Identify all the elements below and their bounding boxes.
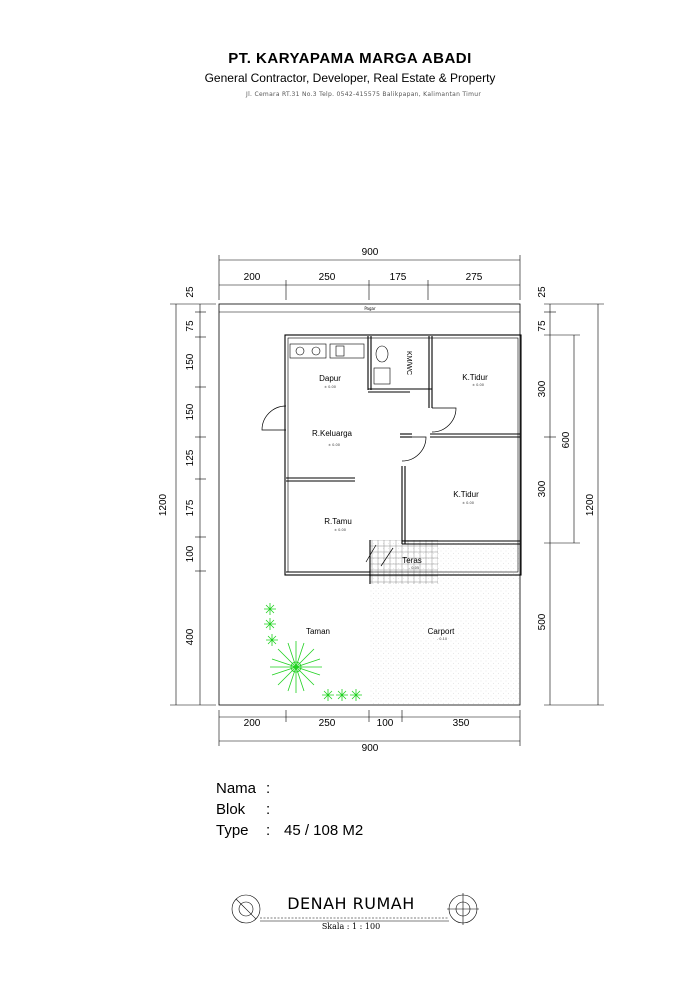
dim-top-2: 250 [319,272,336,283]
fence-label: Pagar [364,306,376,311]
room-taman: Taman [306,627,330,636]
room-tamu: R.Tamu [324,517,352,526]
doors [261,405,457,567]
dim-bottom-3: 100 [377,718,394,729]
dimension-lines [170,255,604,746]
garden-plants [264,603,362,701]
company-address: Jl. Cemara RT.31 No.3 Telp. 0542-415575 … [246,91,482,98]
dim-left-6: 175 [185,499,196,516]
room-carport: Carport [428,627,455,636]
dim-right-1: 25 [537,286,548,298]
dim-left-total: 1200 [158,493,169,516]
dim-left-5: 125 [185,449,196,466]
elev-dapur: ± 0.00 [324,385,336,389]
teras-floor [370,540,438,584]
title-cartouche [231,893,479,925]
dim-right-mid: 600 [561,431,572,448]
dim-right-2: 75 [537,320,548,332]
elev-ktidur-2: ± 0.00 [462,501,474,505]
dim-left-4: 150 [185,403,196,420]
drawing-title: DENAH RUMAH [287,894,415,913]
dim-left-7: 100 [185,545,196,562]
dim-right-5: 500 [537,613,548,630]
type-label: Type [216,822,249,839]
dim-top-3: 175 [390,272,407,283]
elev-teras: - 0.05 [409,566,419,570]
info-blok: Blok: [216,801,271,818]
dim-left-2: 75 [185,320,196,332]
info-type: Type:45 / 108 M2 [216,822,364,839]
dim-top-1: 200 [244,272,261,283]
dim-bottom-total: 900 [362,743,379,754]
company-name: PT. KARYAPAMA MARGA ABADI [228,50,472,67]
dim-left-1: 25 [185,286,196,298]
kitchen-fixtures [289,343,365,359]
room-ktidur-1: K.Tidur [462,373,488,382]
room-kmwc: KM/WC [405,351,412,375]
dim-left-8: 400 [185,628,196,645]
walls [284,334,522,584]
room-ktidur-2: K.Tidur [453,490,479,499]
info-nama: Nama: [216,780,271,797]
type-value: 45 / 108 M2 [284,822,364,839]
nama-label: Nama [216,780,257,797]
dim-top-4: 275 [466,272,483,283]
dim-bottom-4: 350 [453,718,470,729]
drawing-scale: Skala : 1 : 100 [321,922,381,931]
dim-left-3: 150 [185,353,196,370]
dim-right-4: 300 [537,480,548,497]
blok-label: Blok [216,801,246,818]
elev-tamu: ± 0.00 [334,528,346,532]
dim-bottom-1: 200 [244,718,261,729]
dim-bottom-2: 250 [319,718,336,729]
dim-top-total: 900 [362,247,379,258]
elev-carport: - 0.10 [437,637,447,641]
lot-boundary [218,303,521,706]
elev-ktidur-1: ± 0.00 [472,383,484,387]
room-keluarga: R.Keluarga [312,429,353,438]
dim-right-total: 1200 [585,493,596,516]
dim-right-3: 300 [537,380,548,397]
room-dapur: Dapur [319,374,341,383]
elev-keluarga: ± 0.00 [328,443,340,447]
toilet-fixtures [373,345,391,385]
room-teras: Teras [402,556,422,565]
company-tagline: General Contractor, Developer, Real Esta… [204,71,496,85]
